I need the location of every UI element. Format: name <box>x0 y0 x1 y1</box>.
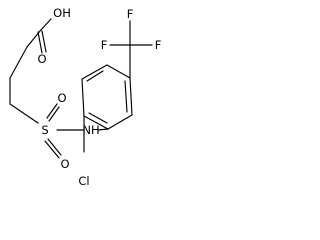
bond-c4-s <box>9 103 39 124</box>
bond-s-o-upper-b <box>48 106 60 122</box>
bond-s-o-upper-a <box>46 103 58 119</box>
fluorine-right-label: F <box>155 38 162 52</box>
bond-s-o-lower-b <box>47 138 62 156</box>
chemical-structure: OH O S O O NH Cl F F F <box>9 6 162 188</box>
ring-inner-bond-a <box>124 80 128 113</box>
carboxylic-acid-chain <box>9 18 52 124</box>
ring-bond-3 <box>106 64 131 79</box>
bond-n-ring <box>97 128 109 131</box>
hydroxyl-label: OH <box>53 6 71 20</box>
sulfonamide-group <box>44 103 109 159</box>
bond-c1-oh <box>39 18 52 32</box>
ring-inner-bond-c <box>88 112 108 124</box>
fluorine-top-label: F <box>127 7 134 21</box>
chlorine-label: Cl <box>78 174 89 188</box>
carbonyl-oxygen-label: O <box>37 52 46 66</box>
bond-s-o-lower-a <box>44 140 60 159</box>
bond-c2-c3 <box>9 46 28 79</box>
ring-bond-4 <box>81 64 108 80</box>
ring-bond-5 <box>81 78 85 117</box>
ring-bond-6 <box>83 115 109 130</box>
bond-c1-c2 <box>26 30 41 48</box>
sulfonyl-oxygen-upper-label: O <box>57 91 66 105</box>
sulfur-label: S <box>41 123 48 137</box>
benzene-ring <box>81 64 133 130</box>
ring-bond-2 <box>129 77 133 116</box>
bond-c1-o-double-b <box>41 30 47 53</box>
ring-bond-1 <box>107 114 133 130</box>
sulfonyl-oxygen-lower-label: O <box>60 157 69 171</box>
amine-label: NH <box>82 123 99 137</box>
bond-c1-o-double-a <box>37 31 43 54</box>
ring-inner-bond-b <box>86 70 104 82</box>
fluorine-left-label: F <box>101 38 108 52</box>
trifluoromethyl-group <box>109 20 153 79</box>
